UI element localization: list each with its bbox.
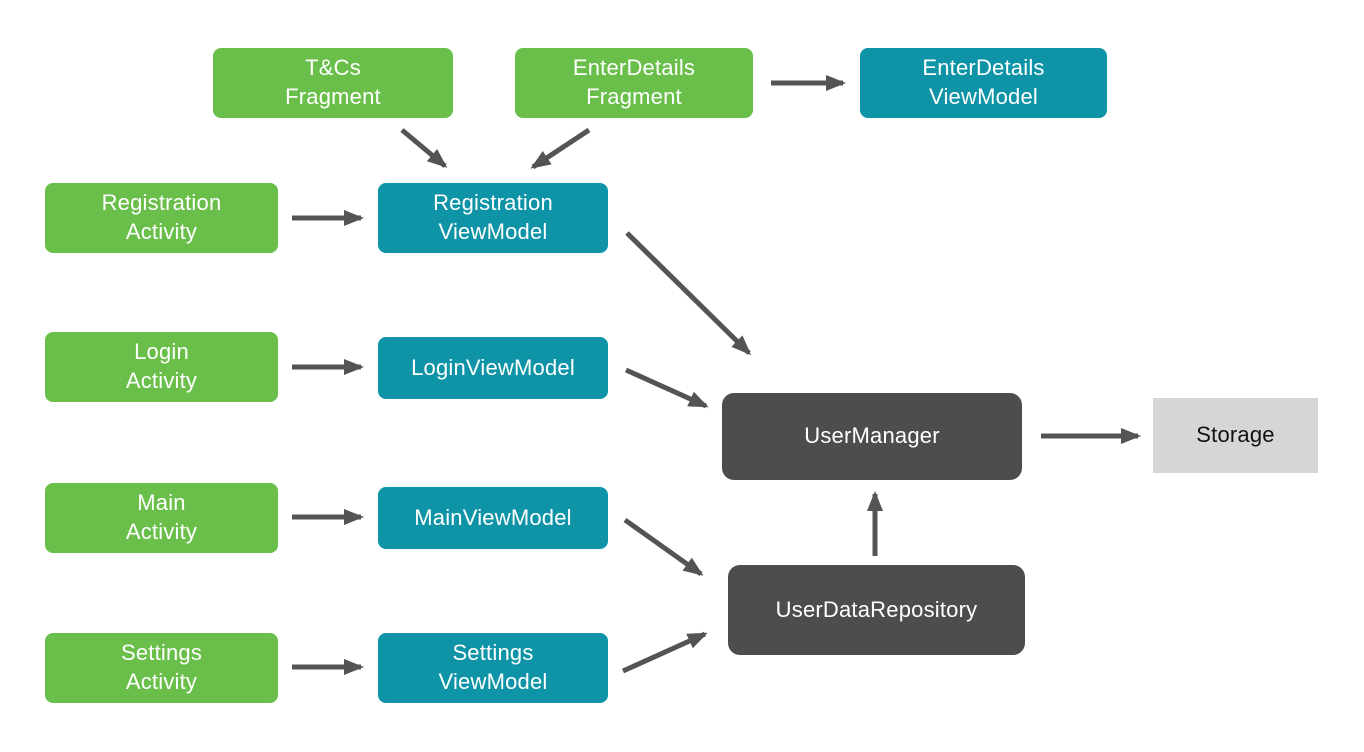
storage-label: Storage [1196,422,1275,448]
tcs-fragment-label: T&Cs Fragment [285,55,381,109]
registration-viewmodel-label: Registration ViewModel [433,190,553,244]
user-manager-label: UserManager [804,423,940,449]
arrow-settings-viewmodel-to-user-data-repository [621,631,708,674]
node-settings-activity: Settings Activity [45,633,278,703]
node-tcs-fragment: T&Cs Fragment [213,48,453,118]
main-activity-label: Main Activity [125,490,198,544]
node-settings-viewmodel: Settings ViewModel [378,633,608,703]
node-storage: Storage [1153,398,1318,473]
arrow-login-viewmodel-to-user-manager [624,367,709,409]
node-user-data-repository: UserDataRepository [728,565,1025,655]
node-main-activity: Main Activity [45,483,278,553]
settings-viewmodel-label: Settings ViewModel [438,640,548,694]
node-registration-activity: Registration Activity [45,183,278,253]
node-main-viewmodel: MainViewModel [378,487,608,549]
arrow-enterdetails-fragment-to-registration-viewmodel [530,127,591,170]
main-viewmodel-label: MainViewModel [414,504,572,530]
login-viewmodel-label: LoginViewModel [411,354,575,380]
node-login-viewmodel: LoginViewModel [378,337,608,399]
enterdetails-viewmodel-label: EnterDetails ViewModel [922,55,1045,109]
node-enterdetails-fragment: EnterDetails Fragment [515,48,753,118]
node-registration-viewmodel: Registration ViewModel [378,183,608,253]
node-enterdetails-viewmodel: EnterDetails ViewModel [860,48,1107,118]
arrow-registration-viewmodel-to-user-manager [625,231,752,356]
node-user-manager: UserManager [722,393,1022,480]
node-login-activity: Login Activity [45,332,278,402]
arrow-main-viewmodel-to-user-data-repository [623,517,704,577]
user-data-repository-label: UserDataRepository [775,596,978,622]
enterdetails-fragment-label: EnterDetails Fragment [572,55,696,109]
settings-activity-label: Settings Activity [120,640,203,694]
login-activity-label: Login Activity [125,339,198,393]
registration-activity-label: Registration Activity [101,190,222,244]
arrow-tcs-fragment-to-registration-viewmodel [400,128,448,168]
